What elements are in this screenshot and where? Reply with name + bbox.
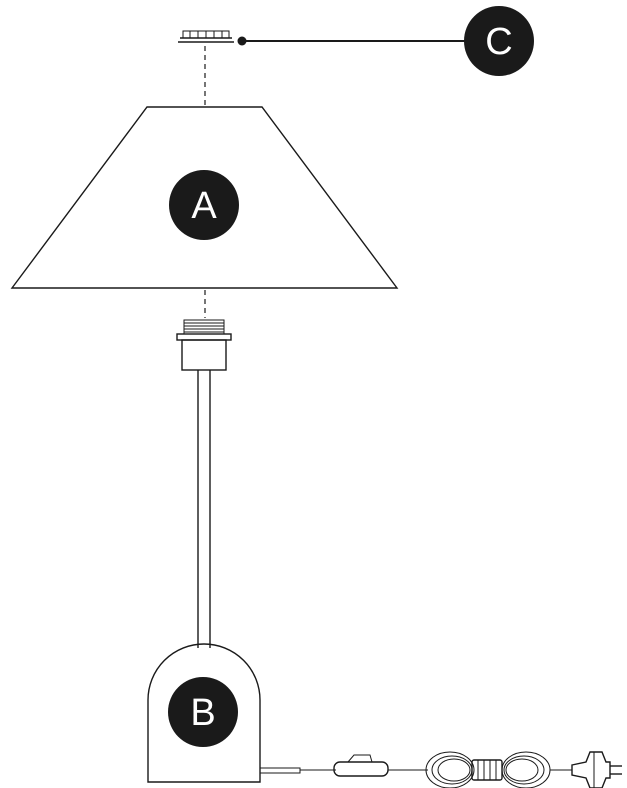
- lamp-base-part: [147, 643, 261, 783]
- power-cord: [260, 767, 336, 774]
- label-badge-a: A: [169, 170, 239, 240]
- lamp-socket-part: [176, 319, 232, 371]
- lamp-stem: [197, 370, 211, 648]
- label-a-text: A: [191, 185, 217, 227]
- label-badge-c: C: [464, 6, 534, 76]
- inline-switch: [333, 754, 389, 777]
- shade-ring-part: [178, 30, 234, 43]
- ring-leader-line: [237, 36, 470, 46]
- label-badge-b: B: [168, 677, 238, 747]
- label-b-text: B: [190, 692, 215, 734]
- lamp-shade-part: [10, 106, 399, 289]
- power-plug: [571, 751, 622, 788]
- label-c-text: C: [485, 21, 512, 63]
- coiled-cable: [388, 751, 572, 788]
